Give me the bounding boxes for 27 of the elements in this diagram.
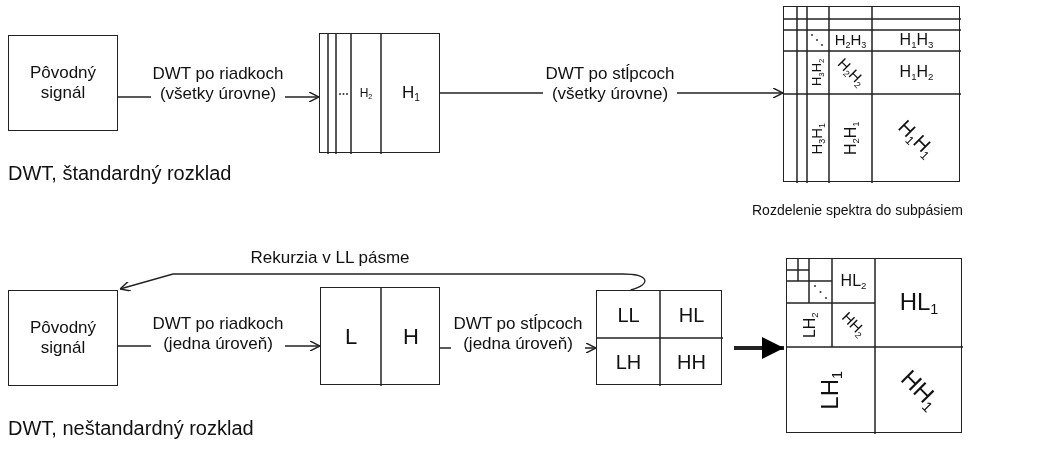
- subband-label: H$_{2}$: [351, 34, 381, 154]
- subband-label: H$_{1}$: [381, 34, 441, 154]
- subband-label: H$_{2}$H$_{3}$: [829, 30, 872, 51]
- transform-box: [783, 6, 960, 182]
- subband-label: L: [321, 288, 381, 386]
- transform-box: [320, 287, 440, 385]
- subband-label: HL$_{2}$: [832, 259, 875, 303]
- transform-box: [786, 258, 962, 433]
- transform-box: [319, 33, 440, 153]
- arrow: [119, 273, 646, 292]
- thick-arrow: [734, 337, 784, 359]
- edge-label: DWT po stĺpcoch (všetky úrovne): [543, 63, 677, 105]
- caption: Rozdelenie spektra do subpásiem: [752, 202, 963, 218]
- subband-label: LL: [597, 291, 660, 338]
- caption: DWT, štandardný rozklad: [8, 162, 232, 185]
- subband-label: H$_{1}$H$_{3}$: [872, 30, 961, 51]
- subband-label: HL: [660, 291, 723, 338]
- subband-label: HL$_{1}$: [875, 259, 963, 347]
- subband-label: H: [381, 288, 441, 386]
- subband-label: H$_{1}$H$_{2}$: [872, 51, 961, 94]
- transform-box: [596, 290, 722, 385]
- signal-box: Pôvodný signál: [8, 290, 118, 386]
- signal-box: Pôvodný signál: [8, 35, 118, 131]
- subband-label: HH: [660, 338, 723, 386]
- caption: DWT, neštandardný rozklad: [8, 417, 254, 440]
- edge-label: DWT po stĺpcoch (jedna úroveň): [451, 313, 585, 355]
- subband-label: LH: [597, 338, 660, 386]
